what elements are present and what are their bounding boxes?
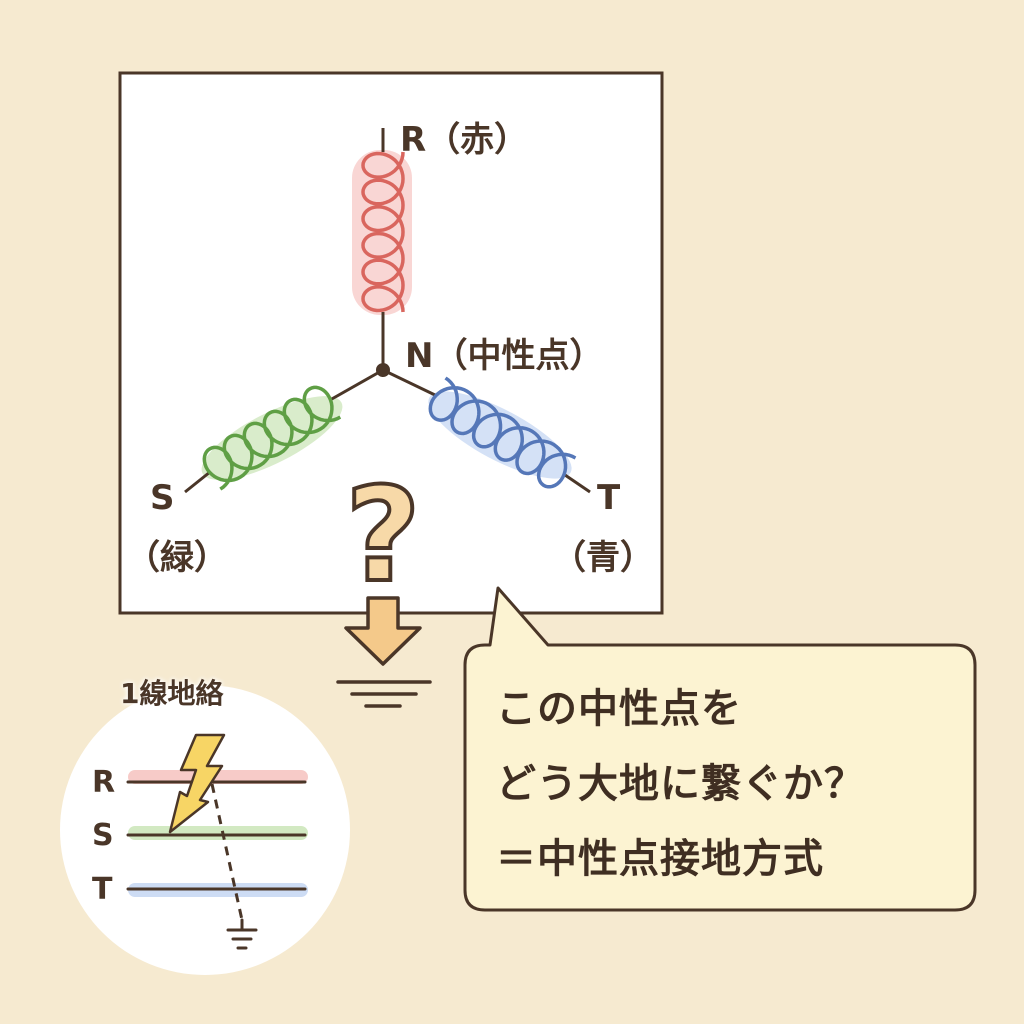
callout-line-1: この中性点を xyxy=(496,686,742,732)
t-coil xyxy=(428,376,577,489)
t-wire-top xyxy=(382,368,436,397)
s-wire-top xyxy=(329,368,384,402)
fault-path-dashed xyxy=(210,783,244,921)
down-arrow-icon xyxy=(344,596,422,666)
fault-inset-title: 1線地絡 xyxy=(120,677,224,710)
lightning-bolt-icon xyxy=(168,733,226,834)
s-line-glow xyxy=(128,826,308,840)
neutral-label: N（中性点） xyxy=(405,336,604,376)
s-coil xyxy=(202,385,342,491)
s-phase-label: S xyxy=(150,478,175,518)
callout-line-2: どう大地に繋ぐか？ xyxy=(496,761,865,807)
s-color-label: （緑） xyxy=(126,538,228,578)
r-coil xyxy=(361,151,405,313)
callout-bubble xyxy=(463,586,977,912)
inset-label-s: S xyxy=(92,818,114,853)
question-mark: ? xyxy=(345,459,420,611)
ground-symbol-icon xyxy=(336,680,432,708)
r-phase-label: R（赤） xyxy=(400,120,529,160)
s-wire-end xyxy=(184,470,211,494)
callout-text: この中性点を どう大地に繋ぐか？ ＝中性点接地方式 xyxy=(496,672,865,897)
inset-label-r: R xyxy=(92,765,116,800)
inset-ground-icon xyxy=(226,918,258,950)
t-color-label: （青） xyxy=(552,538,654,578)
callout-line-3: ＝中性点接地方式 xyxy=(496,836,824,882)
t-wire-end xyxy=(564,473,591,494)
inset-label-t: T xyxy=(92,872,113,907)
neutral-point xyxy=(376,363,390,377)
t-phase-label: T xyxy=(597,478,621,518)
